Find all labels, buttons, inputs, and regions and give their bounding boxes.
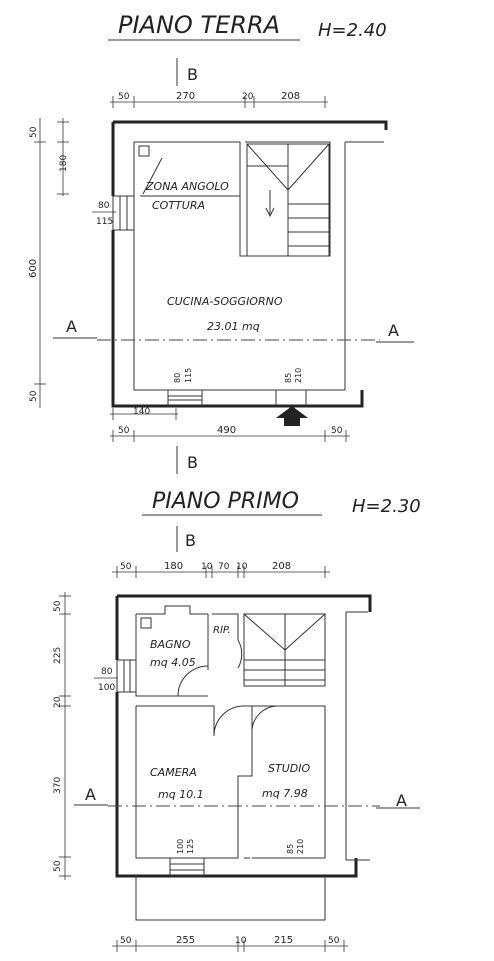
dim-first-left-2: 225: [53, 647, 63, 664]
door-height: 210: [294, 368, 303, 383]
bottom-window-width: 80: [173, 373, 182, 383]
dim-first-left-3: 20: [53, 696, 63, 708]
room-name-rip: RIP.: [213, 625, 231, 636]
section-b-first-top-label: B: [185, 531, 196, 550]
dim-left-1: 50: [29, 126, 39, 138]
dim-left-4: 50: [29, 390, 39, 402]
first-floor-title: PIANO PRIMO: [152, 489, 299, 514]
dim-first-bottom-1: 50: [120, 936, 132, 946]
room-area-studio: mq 7.98: [262, 787, 308, 800]
dim-bottom-3: 50: [331, 426, 343, 436]
dim-first-left-1: 50: [53, 600, 63, 612]
section-a-first-right-label: A: [396, 791, 407, 810]
dim-bottom-2: 490: [217, 425, 236, 436]
first-door-width: 85: [286, 844, 295, 854]
dim-top-1: 50: [118, 92, 130, 102]
dim-first-top-5: 10: [236, 562, 248, 572]
dim-first-bottom-5: 50: [328, 936, 340, 946]
section-a-first-left-label: A: [85, 785, 96, 804]
room-area-cucina: 23.01 mq: [207, 320, 260, 333]
dim-first-bottom-4: 215: [274, 935, 293, 946]
room-name-cucina: CUCINA-SOGGIORNO: [167, 295, 283, 308]
dim-first-left-4: 370: [53, 777, 63, 794]
first-door-height: 210: [296, 839, 305, 854]
section-b-top-label: B: [187, 65, 198, 84]
room-area-camera: mq 10.1: [158, 788, 204, 801]
dim-first-top-4: 70: [218, 562, 230, 572]
section-a-right-label: A: [388, 321, 399, 340]
first-bottom-window-height: 125: [186, 839, 195, 854]
dim-top-3: 20: [242, 92, 254, 102]
zone-label-line2: COTTURA: [152, 199, 205, 212]
section-b-bottom-label: B: [187, 453, 198, 472]
dim-first-top-3: 10: [201, 562, 213, 572]
bottom-window-height: 115: [184, 368, 193, 383]
dim-top-2: 270: [176, 91, 195, 102]
ground-floor-title: PIANO TERRA: [118, 11, 280, 39]
ground-floor-height: H=2.40: [318, 20, 387, 41]
room-name-studio: STUDIO: [268, 762, 310, 775]
section-a-left-label: A: [66, 317, 77, 336]
side-window-width: 80: [98, 201, 110, 211]
door-width: 85: [284, 373, 293, 383]
entrance-arrow-icon: [276, 406, 308, 426]
first-side-window-width: 80: [101, 667, 113, 677]
dim-first-left-5: 50: [53, 860, 63, 872]
first-side-window-height: 100: [98, 683, 115, 693]
zone-label-line1: ZONA ANGOLO: [145, 180, 229, 193]
dim-first-bottom-3: 10: [235, 936, 247, 946]
first-floor-height: H=2.30: [352, 496, 421, 517]
dim-top-4: 208: [281, 91, 300, 102]
dim-first-bottom-2: 255: [176, 935, 195, 946]
dim-first-top-1: 50: [120, 562, 132, 572]
side-window-height: 115: [96, 217, 113, 227]
dim-left-2: 180: [59, 155, 69, 172]
room-name-bagno: BAGNO: [150, 638, 191, 651]
dim-left-3: 600: [28, 259, 39, 278]
dim-first-top-2: 180: [164, 561, 183, 572]
ground-floor-plan: PIANO TERRA H=2.40 B 50 270 20 208 50 18…: [28, 11, 414, 474]
room-name-camera: CAMERA: [150, 766, 197, 779]
dim-first-top-6: 208: [272, 561, 291, 572]
dim-bottom-1: 50: [118, 426, 130, 436]
room-area-bagno: mq 4.05: [150, 656, 196, 669]
dim-bottom-140: 140: [133, 407, 150, 417]
first-floor-plan: PIANO PRIMO H=2.30 B 50 180 10 70 10 208…: [53, 489, 421, 952]
first-bottom-window-width: 100: [176, 839, 185, 854]
